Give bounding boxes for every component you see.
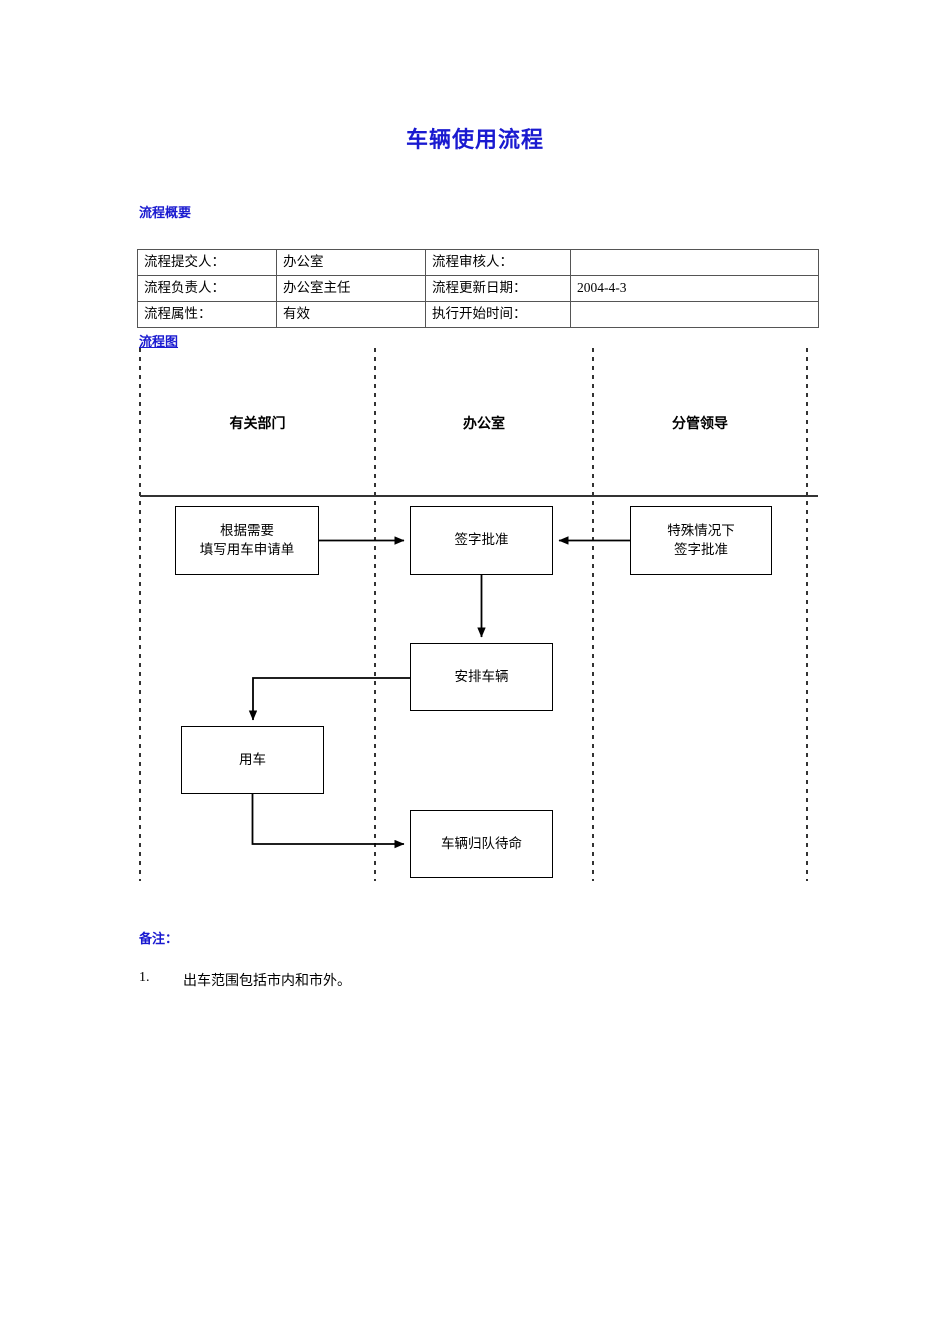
table-cell-value: 有效	[276, 301, 426, 328]
table-cell-label: 流程提交人：	[137, 249, 277, 276]
table-cell-value	[570, 301, 819, 328]
note-number: 1.	[139, 970, 150, 985]
flow-box-use-vehicle: 用车	[181, 726, 324, 794]
table-cell-label: 流程审核人：	[425, 249, 571, 276]
table-cell-value: 2004-4-3	[570, 275, 819, 302]
section-heading-notes: 备注：	[139, 932, 179, 947]
swimlane-header-office: 办公室	[463, 416, 505, 432]
flow-box-special-case-approval: 特殊情况下 签字批准	[630, 506, 772, 575]
table-cell-label: 执行开始时间：	[425, 301, 571, 328]
list-item: 1. 出车范围包括市内和市外。	[139, 970, 819, 990]
note-text: 出车范围包括市内和市外。	[183, 974, 351, 989]
section-heading-flowchart: 流程图	[139, 335, 179, 350]
connector-arrange-to-use	[248, 677, 410, 721]
connector-use-to-return	[251, 794, 405, 849]
page-title: 车辆使用流程	[405, 128, 544, 153]
table-row: 流程提交人： 办公室 流程审核人：	[137, 249, 819, 276]
table-cell-label: 流程更新日期：	[425, 275, 571, 302]
table-row: 流程属性： 有效 执行开始时间：	[137, 301, 819, 328]
table-row: 流程负责人： 办公室主任 流程更新日期： 2004-4-3	[137, 275, 819, 302]
table-cell-value: 办公室主任	[276, 275, 426, 302]
process-info-table: 流程提交人： 办公室 流程审核人： 流程负责人： 办公室主任 流程更新日期： 2…	[137, 249, 819, 328]
flow-box-vehicle-return-standby: 车辆归队待命	[410, 810, 553, 878]
table-cell-value	[570, 249, 819, 276]
section-heading-overview: 流程概要	[139, 206, 192, 221]
table-cell-value: 办公室	[276, 249, 426, 276]
flow-box-arrange-vehicle: 安排车辆	[410, 643, 553, 711]
swimlane-header-related-departments: 有关部门	[229, 416, 286, 432]
flow-box-fill-application: 根据需要 填写用车申请单	[175, 506, 319, 575]
table-cell-label: 流程属性：	[137, 301, 277, 328]
notes-list: 1. 出车范围包括市内和市外。	[139, 970, 819, 996]
table-cell-label: 流程负责人：	[137, 275, 277, 302]
swimlane-header-supervising-leader: 分管领导	[672, 416, 728, 432]
flow-box-sign-approval: 签字批准	[410, 506, 553, 575]
